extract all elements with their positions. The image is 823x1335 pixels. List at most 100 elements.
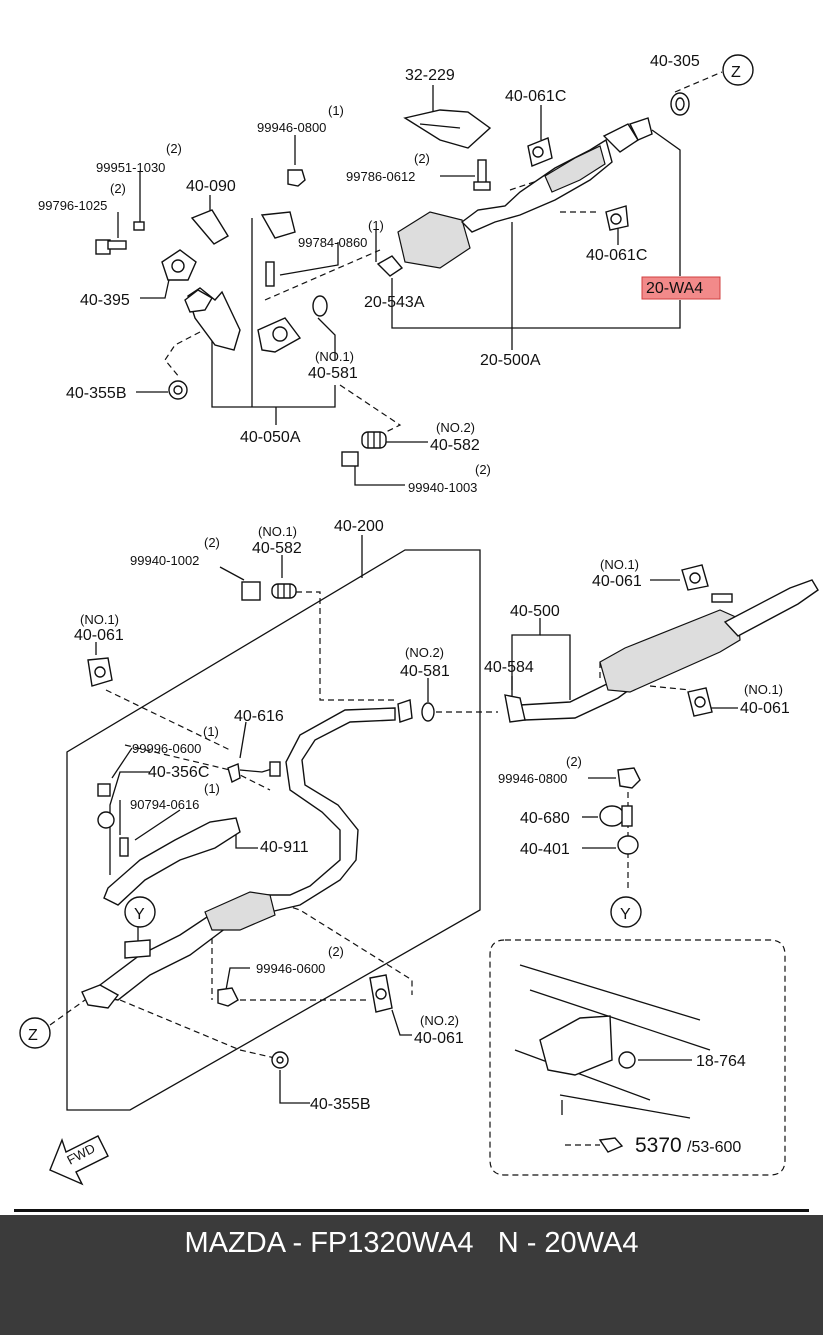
- bracket-40-090: [190, 209, 229, 245]
- label-40-582-top: 40-582: [430, 437, 480, 454]
- front-pipe-40-050a: [184, 287, 302, 353]
- nut-40-355b-top: [168, 380, 188, 400]
- label-40-581-bottom: 40-581: [400, 663, 450, 680]
- no1-c: (NO.1): [600, 557, 639, 572]
- label-5370: 5370: [635, 1134, 682, 1157]
- bracket-top-middle: [260, 211, 296, 239]
- footer-bar: MAZDA - FP1320WA4 N - 20WA4: [0, 1209, 823, 1335]
- heat-insulator-40-911: [103, 817, 241, 906]
- label-99946-0600: 99946-0600: [256, 961, 325, 976]
- highlight-box: [641, 276, 721, 300]
- label-40-061-lower-right: 40-061: [740, 700, 790, 717]
- label-99796-1025: 99796-1025: [38, 198, 107, 213]
- no1-e: (NO.1): [744, 682, 783, 697]
- qty-2-d: (2): [475, 462, 491, 477]
- label-90794-0616: 90794-0616: [130, 797, 199, 812]
- label-40-305: 40-305: [650, 53, 700, 70]
- label-99946-0800-top: 99946-0800: [257, 120, 326, 135]
- callout-z-top: [722, 54, 754, 86]
- qty-2-g: (2): [328, 944, 344, 959]
- label-40-355b-top: 40-355B: [66, 385, 127, 402]
- bolt-99796-1025: [95, 239, 127, 255]
- bottom-leader-lines: [49, 535, 738, 1111]
- rubber-hanger-40-061-no2-bottom: [369, 974, 393, 1013]
- no2-b: (NO.2): [405, 645, 444, 660]
- fwd-arrow-icon: [49, 1135, 109, 1186]
- label-32-229: 32-229: [405, 67, 455, 84]
- label-40-581-top: 40-581: [308, 365, 358, 382]
- label-20-wa4: 20-WA4: [646, 280, 703, 297]
- center-pipe-40-200: [81, 699, 413, 1009]
- damper-40-680: [599, 805, 633, 827]
- main-muffler-40-500: [519, 579, 819, 721]
- rubber-hanger-40-061-lower-right: [687, 687, 713, 717]
- rubber-hanger-40-061c-upper: [527, 137, 553, 167]
- bolt-90794-0616: [119, 837, 129, 857]
- sensor-40-616: [227, 761, 281, 784]
- label-40-355b-bottom: 40-355B: [310, 1096, 371, 1113]
- label-99946-0800-right: 99946-0800: [498, 771, 567, 786]
- footer-divider: [14, 1209, 809, 1212]
- qty-2-f: (2): [566, 754, 582, 769]
- gasket-40-581-no2: [421, 702, 435, 722]
- no1-d: (NO.1): [80, 612, 119, 627]
- mount-40-401: [617, 835, 639, 855]
- qty-2-a: (2): [166, 141, 182, 156]
- rubber-hanger-40-061c-lower: [605, 205, 629, 231]
- heat-insulator-32-229: [403, 109, 492, 149]
- footer-caption: MAZDA - FP1320WA4 N - 20WA4: [184, 1227, 639, 1259]
- label-99996-0600: 99996-0600: [132, 741, 201, 756]
- nut-99946-0800-right: [617, 767, 641, 789]
- qty-1-d: (1): [204, 781, 220, 796]
- label-40-061-no2-bottom: 40-061: [414, 1030, 464, 1047]
- no2-a: (NO.2): [436, 420, 475, 435]
- label-99951-1030: 99951-1030: [96, 160, 165, 175]
- qty-2-e: (2): [204, 535, 220, 550]
- rubber-hanger-40-061-left: [87, 657, 113, 687]
- label-40-200: 40-200: [334, 518, 384, 535]
- qty-1-b: (1): [368, 218, 384, 233]
- bolt-99786-0612: [473, 159, 491, 191]
- exhaust-system-diagram: 32-229 40-061C 40-305 Z (1) 99946-0800 (…: [19, 53, 819, 1186]
- qty-1-c: (1): [203, 724, 219, 739]
- label-40-616: 40-616: [234, 708, 284, 725]
- label-40-395: 40-395: [80, 292, 130, 309]
- gasket-40-395: [161, 249, 197, 281]
- gasket-40-584: [504, 694, 526, 723]
- no1-b: (NO.1): [258, 524, 297, 539]
- no2-c: (NO.2): [420, 1013, 459, 1028]
- clamp-40-356c: [97, 811, 115, 829]
- bolt-99940-1003: [341, 451, 359, 467]
- label-53-600: /53-600: [687, 1139, 741, 1156]
- label-z-top: Z: [731, 64, 741, 81]
- label-40-911: 40-911: [260, 839, 309, 856]
- label-18-764: 18-764: [696, 1053, 746, 1070]
- label-y-right: Y: [620, 906, 631, 923]
- label-99786-0612: 99786-0612: [346, 169, 415, 184]
- nut-99946-0800-top: [287, 169, 306, 187]
- label-40-061c-upper: 40-061C: [505, 88, 566, 105]
- label-20-500a: 20-500A: [480, 352, 541, 369]
- callout-y-right: [610, 896, 642, 928]
- label-40-050a: 40-050A: [240, 429, 301, 446]
- bolt-99940-1002: [241, 581, 261, 601]
- catalytic-converter-20-500a: [376, 117, 653, 277]
- label-99940-1003: 99940-1003: [408, 480, 477, 495]
- label-40-061-upper-right: 40-061: [592, 573, 642, 590]
- qty-2-b: (2): [414, 151, 430, 166]
- qty-2-c: (2): [110, 181, 126, 196]
- label-40-356c: 40-356C: [148, 764, 209, 781]
- label-40-680: 40-680: [520, 810, 570, 827]
- nut-99946-0600: [217, 987, 239, 1007]
- spring-40-582-no1: [271, 583, 297, 599]
- label-40-061-left: 40-061: [74, 627, 124, 644]
- label-20-543a: 20-543A: [364, 294, 425, 311]
- gasket-ring-40-305: [670, 92, 690, 116]
- label-40-582-bottom: 40-582: [252, 540, 302, 557]
- top-leader-lines: [117, 71, 723, 486]
- nut-99996-0600: [97, 783, 111, 797]
- qty-1-a: (1): [328, 103, 344, 118]
- gasket-40-581-no1: [312, 295, 328, 317]
- label-99784-0860: 99784-0860: [298, 235, 367, 250]
- detail-inset: [489, 939, 786, 1176]
